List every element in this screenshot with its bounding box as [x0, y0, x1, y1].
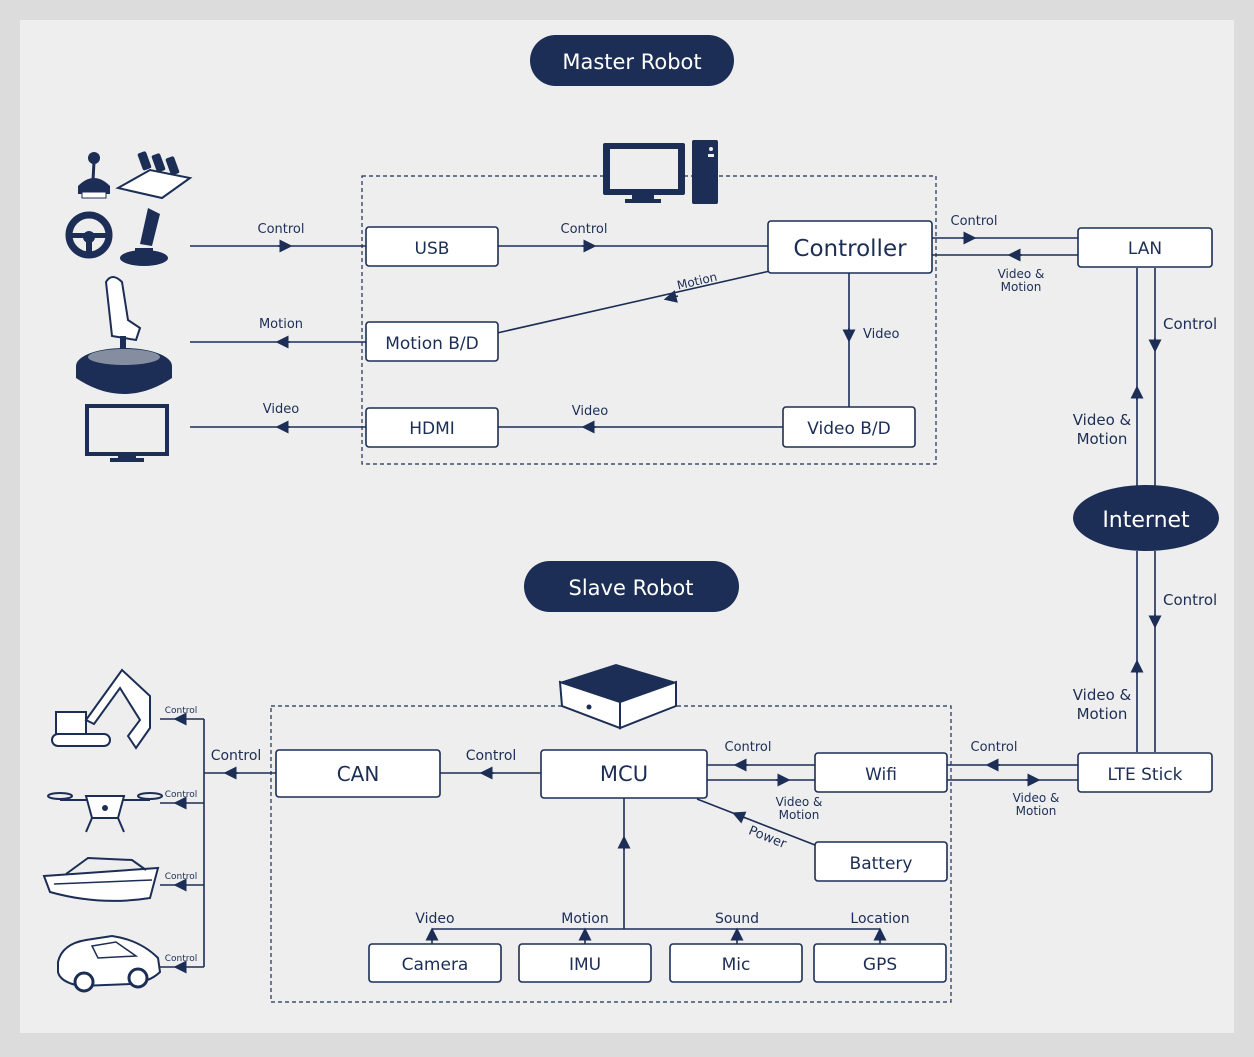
- car-icon: [57, 934, 162, 993]
- imu-label: IMU: [569, 955, 601, 975]
- edge-label-video-motion: Motion: [779, 808, 820, 822]
- edge-label-control: Control: [951, 214, 998, 229]
- slave-connections: [160, 712, 1078, 974]
- usb-label: USB: [415, 239, 450, 259]
- edge-label-control: Control: [971, 740, 1018, 755]
- network-vertical-links: [1130, 268, 1162, 752]
- monitor-icon: [85, 404, 169, 462]
- battery-label: Battery: [850, 854, 913, 874]
- motion-bd-label: Motion B/D: [385, 334, 479, 354]
- lte-stick-label: LTE Stick: [1107, 765, 1182, 785]
- edge-label-control: Control: [165, 954, 198, 964]
- edge-label-video: Video: [863, 327, 899, 342]
- mcu-label: MCU: [600, 762, 648, 786]
- slave-robot-title-text: Slave Robot: [569, 576, 694, 600]
- slave-robot-title: Slave Robot: [524, 561, 739, 612]
- edge-label-control: Control: [165, 872, 198, 882]
- edge-label-video-motion: Video &: [1013, 791, 1060, 805]
- boat-icon: [42, 856, 160, 902]
- edge-label-control: Control: [165, 790, 198, 800]
- flight-stick-icon: [120, 208, 168, 266]
- pc-icon: [603, 140, 718, 204]
- lan-box: LAN: [1077, 227, 1213, 268]
- edge-label-control: Control: [561, 222, 608, 237]
- edge-label-video-motion: Motion: [1016, 804, 1057, 818]
- wifi-box: Wifi: [814, 752, 948, 793]
- edge-label-sound: Sound: [715, 911, 759, 927]
- can-label: CAN: [337, 762, 380, 786]
- gps-box: GPS: [813, 943, 947, 983]
- edge-label-video-motion: Video &: [1073, 411, 1132, 429]
- edge-label-video: Video: [572, 404, 608, 419]
- motion-seat-icon: [76, 276, 172, 394]
- controller-label: Controller: [793, 236, 907, 262]
- edge-label-video-motion: Video &: [998, 267, 1045, 281]
- edge-label-motion: Motion: [259, 317, 303, 332]
- lan-label: LAN: [1128, 239, 1162, 259]
- video-bd-box: Video B/D: [782, 406, 916, 448]
- usb-box: USB: [365, 226, 499, 267]
- pedals-icon: [115, 151, 193, 200]
- edge-label-video: Video: [263, 402, 299, 417]
- edge-label-motion: Motion: [561, 911, 608, 927]
- internet-node: Internet: [1073, 485, 1219, 551]
- gps-label: GPS: [863, 955, 897, 975]
- edge-label-video-motion: Video &: [776, 795, 823, 809]
- wifi-label: Wifi: [865, 765, 897, 785]
- motion-bd-box: Motion B/D: [365, 321, 499, 362]
- edge-label-control: Control: [1163, 591, 1217, 609]
- edge-label-video-motion: Motion: [1001, 280, 1042, 294]
- edge-label-video-motion: Video &: [1073, 686, 1132, 704]
- steering-wheel-icon: [65, 211, 113, 259]
- master-connections: [190, 231, 1078, 434]
- camera-label: Camera: [402, 955, 469, 975]
- mic-label: Mic: [722, 955, 751, 975]
- hdmi-label: HDMI: [409, 419, 455, 439]
- hdmi-box: HDMI: [365, 407, 499, 448]
- edge-labels: Control Control Motion Motion Video Vide…: [165, 214, 1218, 964]
- master-robot-title: Master Robot: [530, 35, 734, 86]
- edge-label-video-motion: Motion: [1077, 705, 1128, 723]
- drone-icon: [47, 792, 163, 833]
- controller-box: Controller: [767, 220, 933, 274]
- can-box: CAN: [275, 749, 441, 798]
- edge-label-control: Control: [211, 748, 262, 764]
- imu-box: IMU: [518, 943, 652, 983]
- mcu-box: MCU: [540, 749, 708, 799]
- excavator-icon: [51, 668, 151, 750]
- edge-label-control: Control: [165, 706, 198, 716]
- edge-label-control: Control: [466, 748, 517, 764]
- edge-label-location: Location: [850, 911, 909, 927]
- battery-box: Battery: [814, 841, 948, 882]
- edge-label-video: Video: [415, 911, 454, 927]
- camera-box: Camera: [368, 943, 502, 983]
- joystick-icon: [78, 152, 110, 199]
- edge-label-control: Control: [258, 222, 305, 237]
- internet-text: Internet: [1102, 508, 1190, 533]
- edge-label-video-motion: Motion: [1077, 430, 1128, 448]
- master-robot-title-text: Master Robot: [562, 50, 701, 74]
- mic-box: Mic: [669, 943, 803, 983]
- mcu-device-icon: [558, 664, 677, 730]
- edge-label-control: Control: [1163, 315, 1217, 333]
- video-bd-label: Video B/D: [807, 419, 891, 439]
- lte-stick-box: LTE Stick: [1077, 752, 1213, 793]
- edge-label-control: Control: [725, 740, 772, 755]
